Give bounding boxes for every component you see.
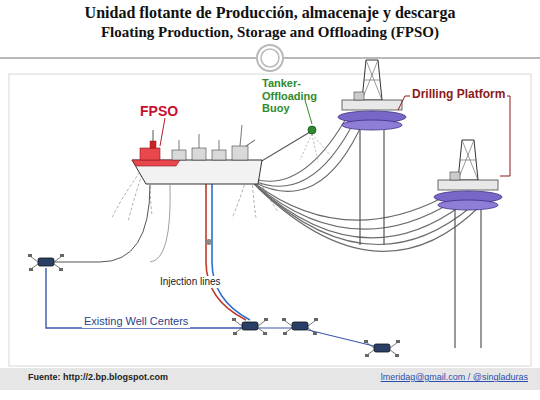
vessel-label: FPSO — [140, 103, 178, 119]
contact-note: lmeridag@gmail.com / @singladuras — [381, 372, 528, 382]
well-centers-label: Existing Well Centers — [82, 315, 190, 328]
platform-label: Drilling Platform — [410, 88, 507, 102]
fpso-vessel — [132, 125, 262, 184]
title: Unidad flotante de Producción, almacenaj… — [85, 4, 456, 22]
source-note: Fuente: http://2.bp.blogspot.com — [28, 372, 168, 382]
injection-label: Injection lines — [158, 276, 223, 288]
buoy-label: Tanker-Offloading Buoy — [262, 77, 346, 115]
subtitle: Floating Production, Storage and Offload… — [101, 24, 439, 41]
